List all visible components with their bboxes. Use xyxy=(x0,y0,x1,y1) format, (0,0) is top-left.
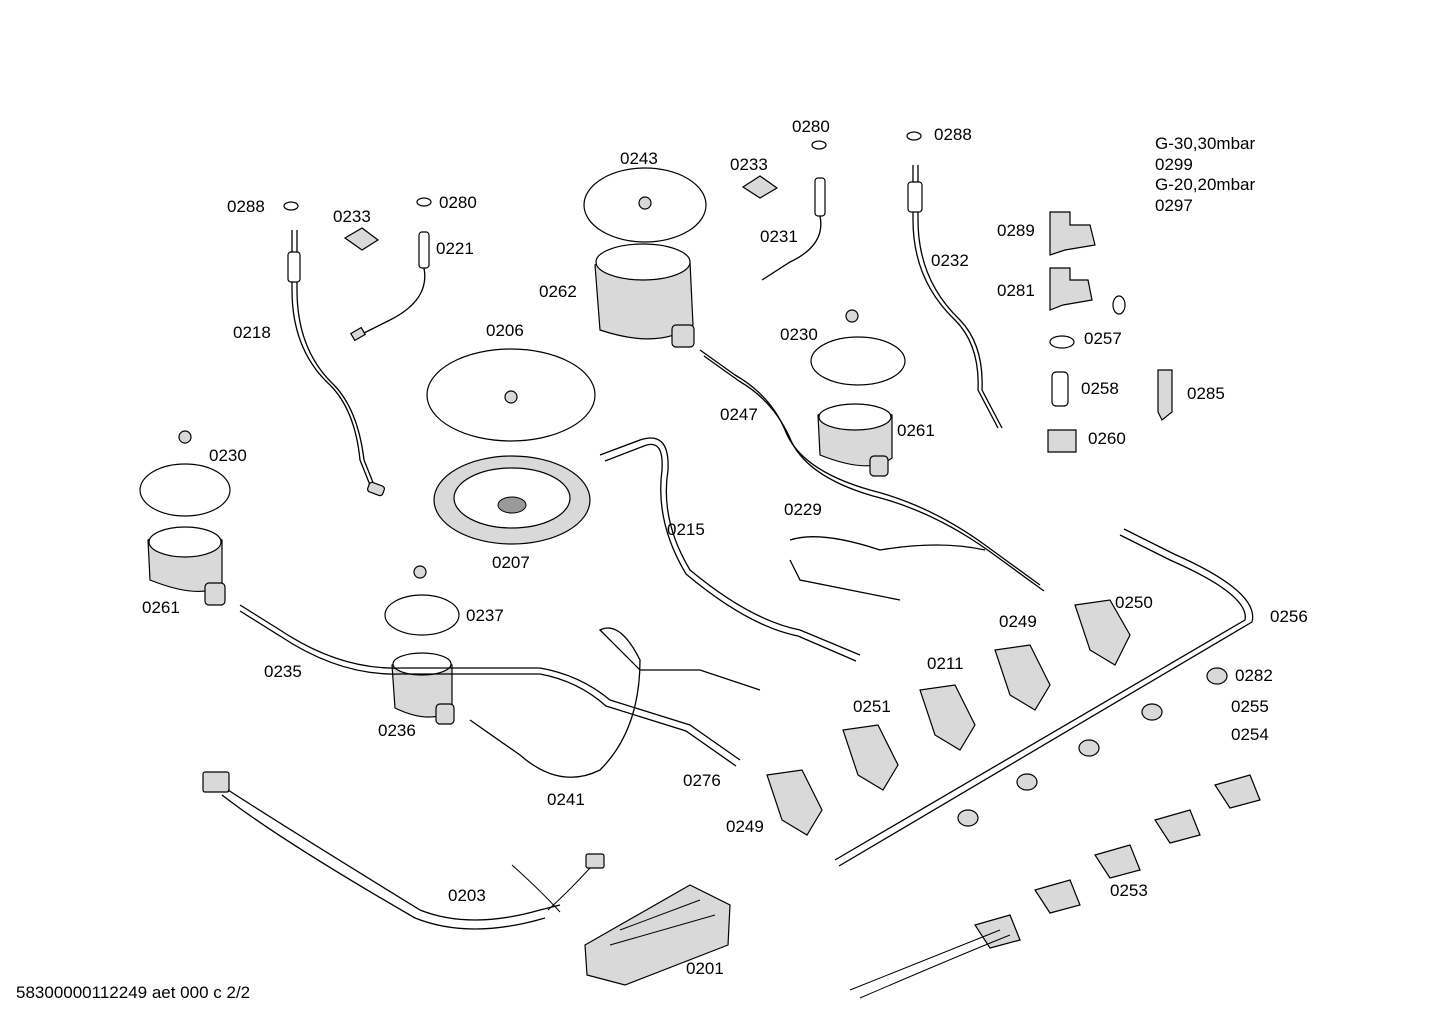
legend-line-1: G-30,30mbar xyxy=(1155,134,1256,153)
label-0232: 0232 xyxy=(931,251,969,270)
label-0288-left: 0288 xyxy=(227,197,265,216)
label-0247: 0247 xyxy=(720,405,758,424)
thermocouple-0232 xyxy=(907,165,1003,429)
label-0255: 0255 xyxy=(1231,697,1269,716)
label-0282: 0282 xyxy=(1235,666,1273,685)
label-0206: 0206 xyxy=(486,321,524,340)
label-0256: 0256 xyxy=(1270,607,1308,626)
clip-0233-right xyxy=(741,175,779,199)
label-0211: 0211 xyxy=(927,654,964,673)
knob-parts xyxy=(957,667,1228,827)
clip-0233-left xyxy=(343,227,380,251)
washer-0280-left xyxy=(416,197,432,207)
label-0276: 0276 xyxy=(683,771,721,790)
legend-line-2: 0299 xyxy=(1155,154,1193,174)
label-0257: 0257 xyxy=(1084,329,1122,348)
burner-0261-left xyxy=(139,430,231,606)
label-0250: 0250 xyxy=(1115,593,1153,612)
label-0207: 0207 xyxy=(492,553,530,572)
electrode-0231 xyxy=(761,177,826,281)
label-0281: 0281 xyxy=(997,281,1035,300)
label-0203: 0203 xyxy=(448,886,486,905)
gas-taps xyxy=(766,599,1131,836)
fittings-0289-0260 xyxy=(1047,211,1173,453)
label-0261-left: 0261 xyxy=(142,598,180,617)
label-0237: 0237 xyxy=(466,606,504,625)
document-id: 58300000112249 aet 000 c 2/2 xyxy=(16,983,251,1002)
label-0236: 0236 xyxy=(378,721,416,740)
washer-0288-left xyxy=(283,201,299,211)
switch-block-0201 xyxy=(584,884,731,986)
burner-0261-right xyxy=(810,309,906,477)
label-0235: 0235 xyxy=(264,662,302,681)
label-0233-left: 0233 xyxy=(333,207,371,226)
label-0258: 0258 xyxy=(1081,379,1119,398)
label-0260: 0260 xyxy=(1088,429,1126,448)
label-0231: 0231 xyxy=(760,227,798,246)
washer-0288-right xyxy=(906,131,922,141)
label-0218: 0218 xyxy=(233,323,271,342)
label-0215: 0215 xyxy=(667,520,705,539)
cable-0203 xyxy=(202,771,605,930)
washer-0280-right xyxy=(811,140,827,150)
burner-0236 xyxy=(384,565,460,725)
label-0251: 0251 xyxy=(853,697,891,716)
gas-pipes xyxy=(239,349,1254,867)
label-0285: 0285 xyxy=(1187,384,1225,403)
gas-type-legend: G-30,30mbar 0299 G-20,20mbar 0297 xyxy=(1155,134,1255,216)
label-0243: 0243 xyxy=(620,149,658,168)
label-0241: 0241 xyxy=(547,790,585,809)
thermocouple-0218 xyxy=(287,230,385,497)
label-0254: 0254 xyxy=(1231,725,1269,744)
legend-line-3: G-20,20mbar xyxy=(1155,175,1256,194)
burner-0262 xyxy=(583,167,707,348)
label-0230-right: 0230 xyxy=(780,325,818,344)
label-0249-lower: 0249 xyxy=(726,817,764,836)
label-0229: 0229 xyxy=(784,500,822,519)
label-0221: 0221 xyxy=(436,239,474,258)
label-0288-right: 0288 xyxy=(934,125,972,144)
label-0253: 0253 xyxy=(1110,881,1148,900)
switch-module-0253 xyxy=(849,774,1261,999)
label-0201: 0201 xyxy=(686,959,724,978)
label-0280-left: 0280 xyxy=(439,193,477,212)
label-0289: 0289 xyxy=(997,221,1035,240)
label-0262: 0262 xyxy=(539,282,577,301)
label-0261-right: 0261 xyxy=(897,421,935,440)
legend-line-4: 0297 xyxy=(1155,195,1193,215)
burner-0207 xyxy=(426,348,596,545)
label-0280-right: 0280 xyxy=(792,117,830,136)
electrode-0221 xyxy=(349,231,430,342)
label-0233-right: 0233 xyxy=(730,155,768,174)
label-0230-left: 0230 xyxy=(209,446,247,465)
label-0249-upper: 0249 xyxy=(999,612,1037,631)
